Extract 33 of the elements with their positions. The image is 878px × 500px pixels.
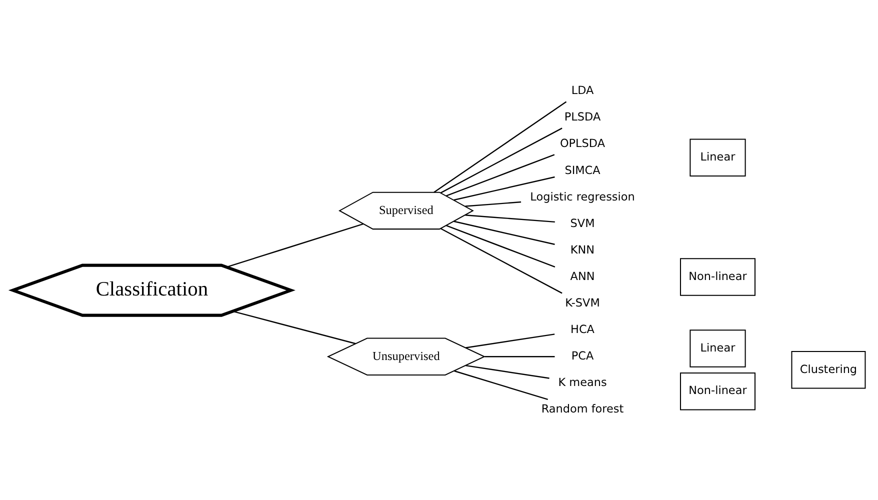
node-text: KNN [570, 242, 595, 256]
node-text: LDA [571, 84, 594, 97]
node-text: K means [558, 376, 607, 389]
node-box: Linear [690, 138, 746, 176]
node-text: PLSDA [564, 110, 601, 124]
connector [454, 370, 548, 400]
connector [434, 100, 567, 192]
node-box: Linear [690, 329, 746, 367]
node-text: PCA [571, 349, 594, 362]
connector [484, 356, 555, 357]
connector [440, 228, 562, 294]
connector [466, 364, 550, 378]
node-text: K-SVM [565, 296, 600, 309]
connector [454, 176, 555, 200]
connector [466, 333, 555, 348]
connector [446, 224, 556, 267]
node-text: Random forest [541, 402, 624, 416]
connector [454, 220, 555, 244]
node-text: Logistic regression [530, 190, 635, 203]
connector [232, 310, 356, 344]
node-text: ANN [570, 269, 595, 282]
node-box: Non-linear [680, 372, 756, 410]
node-text: HCA [570, 322, 594, 336]
node-text: SVM [570, 216, 595, 230]
connector [440, 127, 562, 193]
connector [226, 222, 364, 268]
connector [465, 214, 555, 222]
node-text: OPLSDA [560, 136, 606, 150]
node-text: SIMCA [564, 163, 600, 176]
connector [465, 200, 522, 206]
node-box: Non-linear [680, 258, 756, 296]
node-box: Clustering [791, 350, 866, 388]
connector [446, 154, 555, 196]
